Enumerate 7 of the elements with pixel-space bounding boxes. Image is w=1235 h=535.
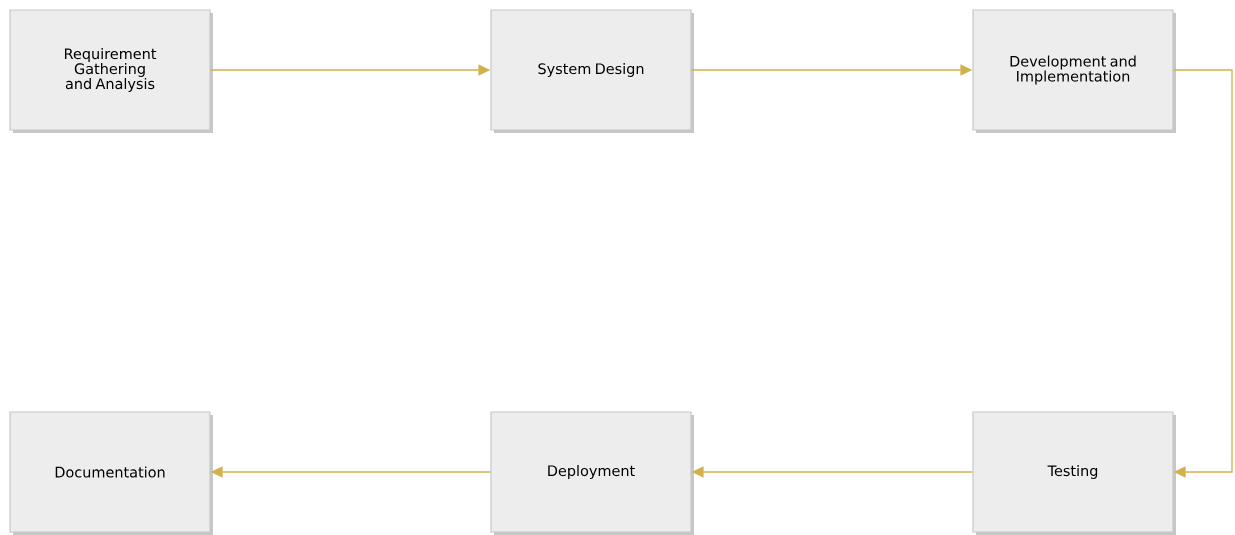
- process-box: Development and Implementation: [972, 9, 1176, 133]
- process-box: System Design: [490, 9, 694, 133]
- process-box: Testing: [972, 411, 1176, 535]
- process-box: Documentation: [9, 411, 213, 535]
- arrow: [1172, 69, 1233, 478]
- process-box: Requirement Gathering and Analysis: [9, 9, 213, 133]
- process-box: Deployment: [490, 411, 694, 535]
